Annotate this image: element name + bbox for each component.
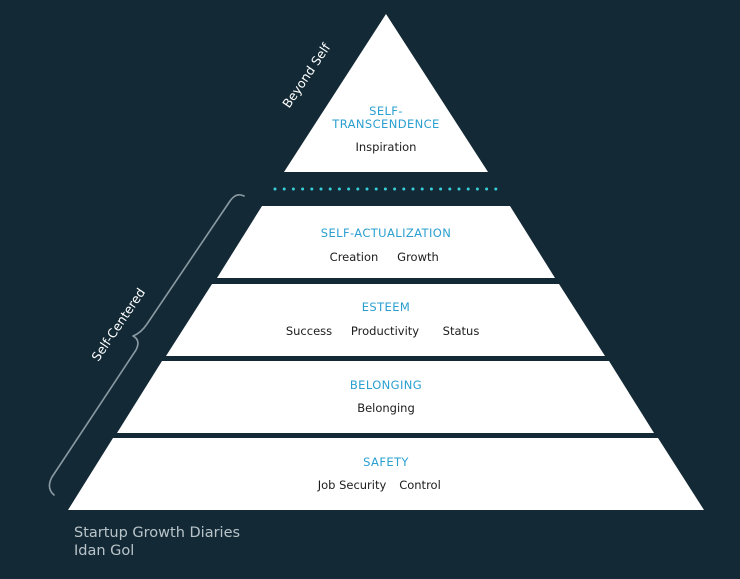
level-self-actualization [217, 206, 555, 278]
level-self-actualization-item-growth: Growth [397, 250, 439, 264]
level-esteem-item-success: Success [286, 324, 332, 338]
level-safety-title: SAFETY [363, 455, 409, 469]
beyond-self-label: Beyond Self [279, 40, 334, 111]
level-belonging-title: BELONGING [350, 378, 422, 392]
level-esteem [166, 284, 605, 356]
self-centered-bracket [48, 194, 245, 496]
level-self-actualization-item-creation: Creation [330, 250, 379, 264]
level-safety-item-job-security: Job Security [317, 478, 387, 492]
level-safety-item-control: Control [399, 478, 441, 492]
level-esteem-title: ESTEEM [362, 300, 410, 314]
level-safety [68, 438, 704, 510]
level-belonging [117, 361, 654, 433]
level-self-transcendence-title-line2: TRANSCENDENCE [331, 117, 439, 131]
level-self-transcendence-title-line1: SELF- [369, 104, 403, 118]
level-esteem-item-status: Status [443, 324, 480, 338]
credit-author: Idan Gol [74, 543, 135, 559]
self-centered-label: Self-Centered [88, 285, 148, 364]
level-self-transcendence-item: Inspiration [356, 140, 417, 154]
level-self-actualization-title: SELF-ACTUALIZATION [321, 226, 451, 240]
level-self-transcendence [284, 14, 488, 172]
level-belonging-item: Belonging [357, 401, 415, 415]
credit-title: Startup Growth Diaries [74, 525, 241, 541]
level-esteem-item-productivity: Productivity [351, 324, 419, 338]
